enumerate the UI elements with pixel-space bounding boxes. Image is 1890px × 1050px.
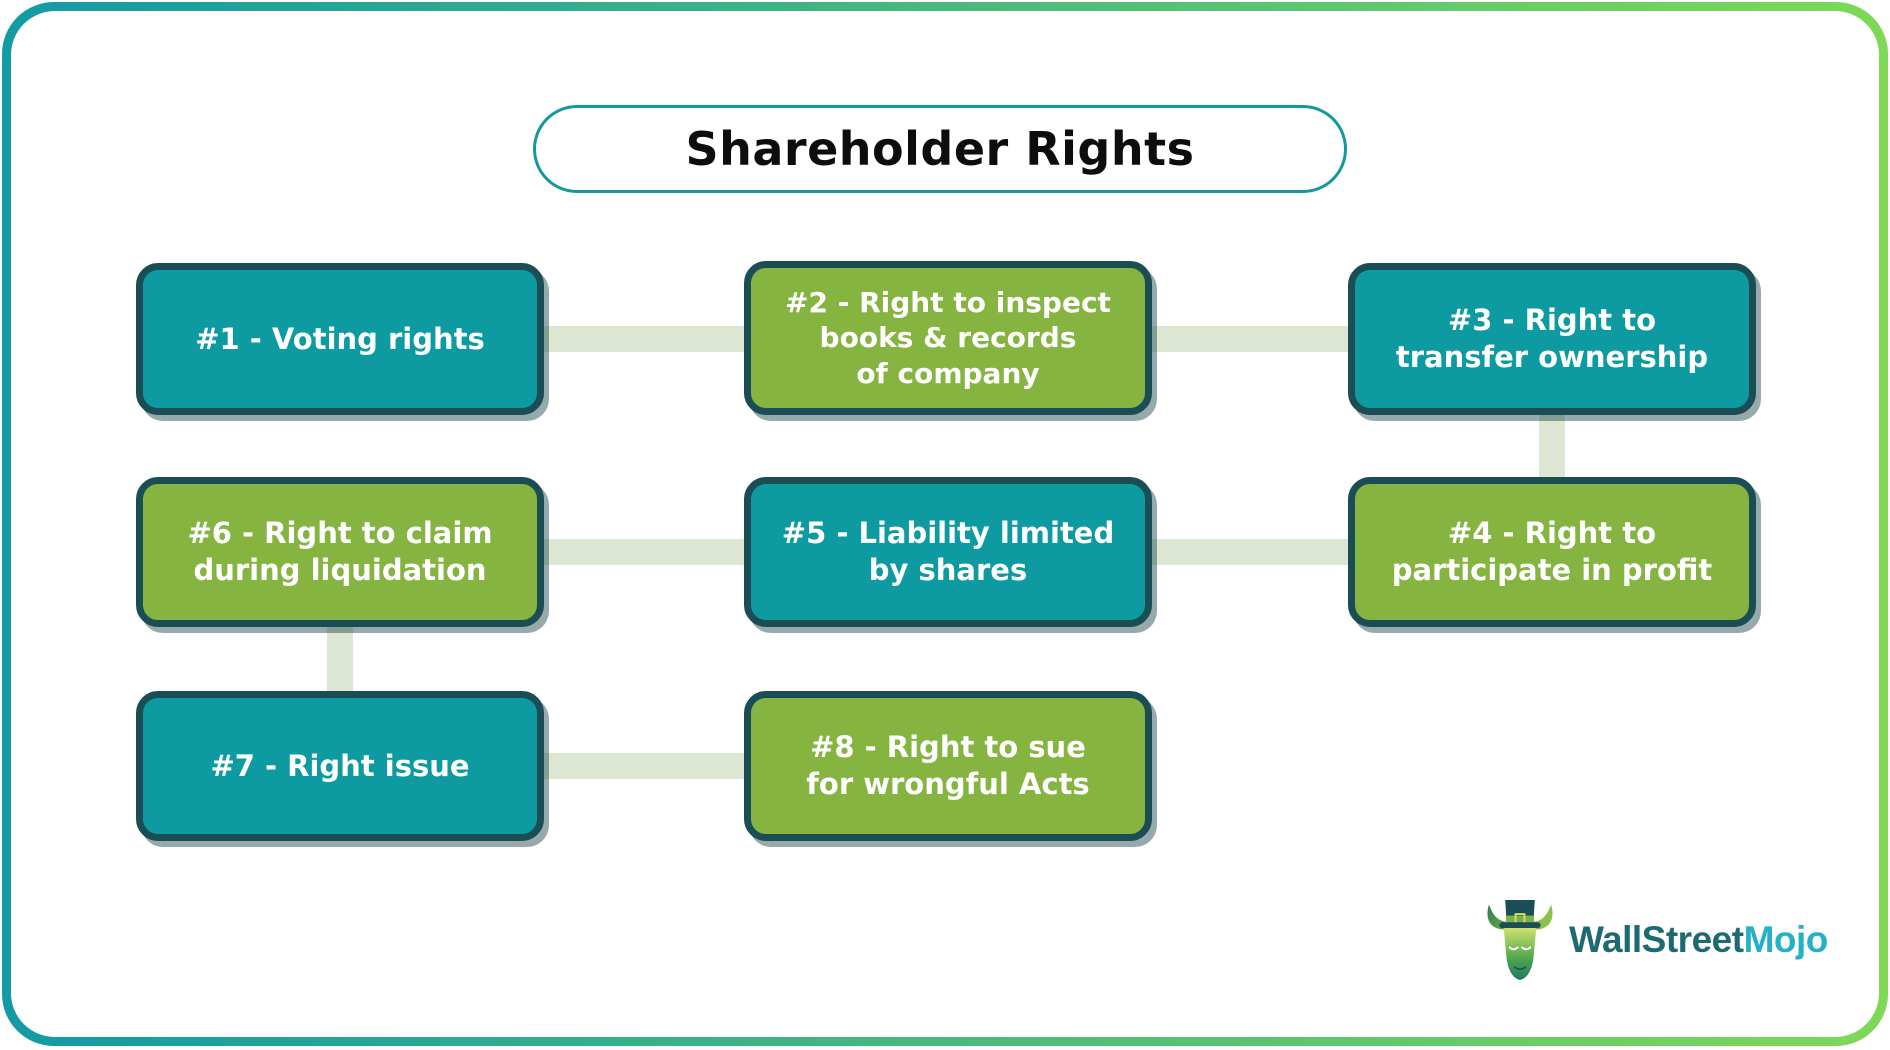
- box-6-right-to-claim-liquidation: #6 - Right to claim during liquidation: [136, 477, 544, 627]
- box-3-right-to-transfer-ownership: #3 - Right to transfer ownership: [1348, 263, 1756, 415]
- wallstreetmojo-logo: WallStreetMojo: [1483, 897, 1828, 983]
- connector-box3-box4: [1539, 410, 1565, 482]
- logo-wordmark: WallStreetMojo: [1569, 919, 1828, 961]
- connector-box5-box6: [536, 539, 748, 565]
- box-1-voting-rights: #1 - Voting rights: [136, 263, 544, 415]
- connector-box7-box8: [536, 753, 748, 779]
- box-8-right-to-sue: #8 - Right to sue for wrongful Acts: [744, 691, 1152, 841]
- diagram-title-pill: Shareholder Rights: [533, 105, 1347, 193]
- box-4-right-to-participate-in-profit: #4 - Right to participate in profit: [1348, 477, 1756, 627]
- box-5-liability-limited-by-shares: #5 - Liability limited by shares: [744, 477, 1152, 627]
- connector-box2-box3: [1144, 326, 1352, 352]
- connector-box6-box7: [327, 620, 353, 696]
- connector-box1-box2: [536, 326, 748, 352]
- diagram-title: Shareholder Rights: [685, 122, 1195, 176]
- box-7-right-issue: #7 - Right issue: [136, 691, 544, 841]
- logo-text-wallstreet: WallStreet: [1569, 919, 1744, 960]
- box-2-right-to-inspect-books: #2 - Right to inspect books & records of…: [744, 261, 1152, 415]
- connector-box4-box5: [1144, 539, 1352, 565]
- bull-with-top-hat-icon: [1487, 900, 1553, 980]
- logo-text-mojo: Mojo: [1743, 919, 1829, 960]
